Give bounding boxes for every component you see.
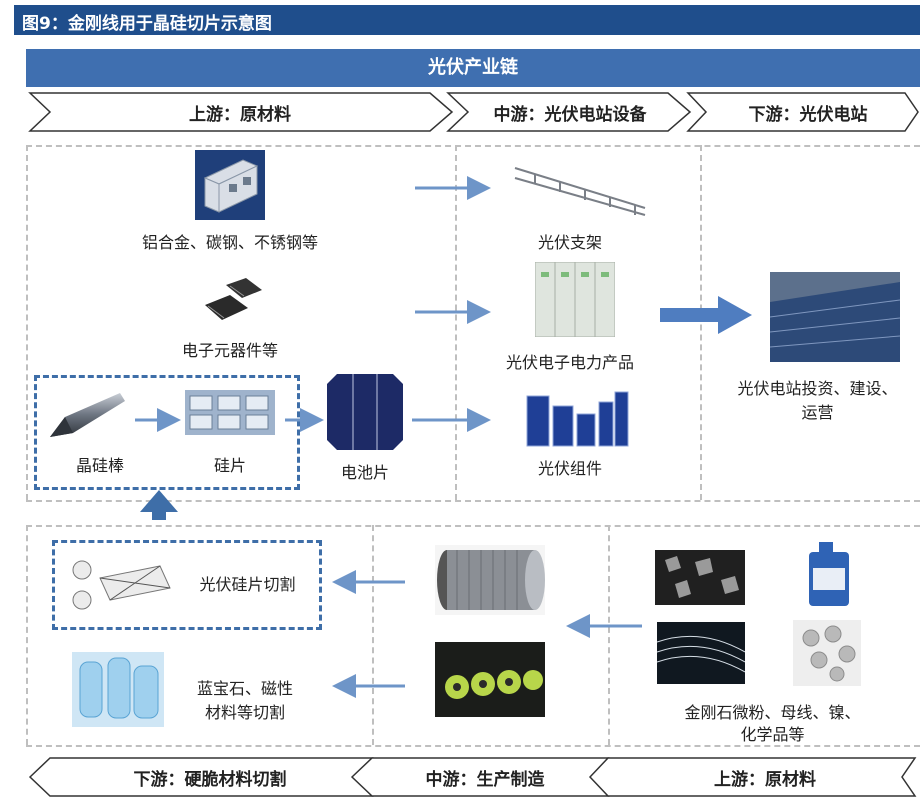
bottom-stage-upstream-shape <box>588 757 917 797</box>
bottom-divider-2 <box>608 525 610 745</box>
downstream-label-line1: 光伏电站投资、建设、 <box>737 379 898 398</box>
chemical-bottle-image <box>809 542 849 606</box>
top-arrows <box>135 176 752 520</box>
arrow-to-power-station <box>660 296 752 334</box>
bracket-label: 光伏支架 <box>537 233 602 252</box>
downstream-label-line2: 运营 <box>801 403 834 422</box>
aluminum-profile-image <box>195 150 265 220</box>
power-products-label: 光伏电子电力产品 <box>505 353 634 372</box>
stage-midstream-label: 中游：光伏电站设备 <box>493 105 647 125</box>
arrow-up-to-wafer-box <box>140 490 178 520</box>
bottom-arrows <box>332 570 642 698</box>
sapphire-image <box>72 652 164 727</box>
ingot-label: 晶硅棒 <box>75 456 124 475</box>
bottom-divider-left <box>26 525 28 745</box>
module-label: 光伏组件 <box>537 459 602 478</box>
chip-image <box>205 278 262 320</box>
power-station-image <box>770 272 900 362</box>
wire-saw-diagram <box>72 560 171 610</box>
chain-title: 光伏产业链 <box>26 49 920 87</box>
electronics-label: 电子元器件等 <box>181 341 278 360</box>
top-region-border-bottom <box>26 500 920 502</box>
sapphire-label-line2: 材料等切割 <box>204 703 285 722</box>
stage-upstream-label: 上游：原材料 <box>189 105 291 125</box>
solar-cell-image <box>327 374 403 450</box>
cell-label: 电池片 <box>340 463 389 482</box>
bottom-divider-1 <box>372 525 374 745</box>
stage-upstream-shape <box>28 92 454 132</box>
wafer-cutting-label: 光伏硅片切割 <box>199 575 296 594</box>
raw-materials-label-line1: 金刚石微粉、母线、镍、 <box>684 703 861 722</box>
bottom-region-border <box>26 525 920 527</box>
figure-title-bar: 图9：金刚线用于晶硅切片示意图 <box>0 0 920 38</box>
raw-materials-label-line2: 化学品等 <box>740 725 805 744</box>
divider-midstream-downstream <box>700 145 702 500</box>
pv-bracket-image <box>514 167 646 216</box>
power-cabinet-image <box>535 262 615 337</box>
stage-midstream-shape <box>446 92 692 132</box>
top-region-border <box>26 145 920 147</box>
wafer-image <box>185 390 275 435</box>
diamond-powder-image <box>655 550 745 605</box>
wafer-label: 硅片 <box>213 456 246 475</box>
bottom-stage-chevrons <box>28 757 917 797</box>
bottom-stage-downstream-label: 下游：硬脆材料切割 <box>133 770 287 790</box>
highlight-box-ingot-wafer <box>34 375 300 490</box>
diamond-wire-spool-image <box>435 545 545 615</box>
production-line-image <box>435 642 545 717</box>
stage-downstream-shape <box>686 92 919 132</box>
nickel-image <box>793 620 861 686</box>
bottom-stage-midstream-label: 中游：生产制造 <box>425 770 545 790</box>
aluminum-label: 铝合金、碳钢、不锈钢等 <box>141 233 318 252</box>
stage-downstream-label: 下游：光伏电站 <box>748 105 868 125</box>
figure-title: 图9：金刚线用于晶硅切片示意图 <box>22 14 272 34</box>
divider-upstream-midstream <box>455 145 457 500</box>
divider-left <box>26 145 28 500</box>
pv-module-image <box>526 391 629 447</box>
bottom-region-border-bottom <box>26 745 920 747</box>
bus-wire-image <box>657 622 745 684</box>
silicon-ingot-image <box>50 393 125 437</box>
highlight-box-wafer-cutting <box>52 540 322 630</box>
top-stage-chevrons <box>28 92 919 132</box>
bottom-stage-upstream-label: 上游：原材料 <box>714 770 816 790</box>
sapphire-label-line1: 蓝宝石、磁性 <box>196 679 293 698</box>
